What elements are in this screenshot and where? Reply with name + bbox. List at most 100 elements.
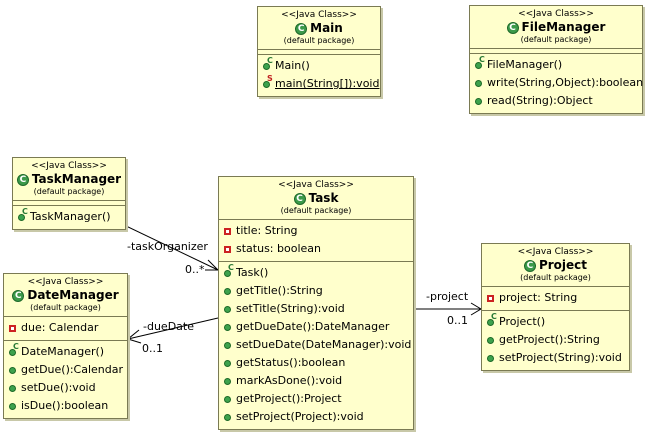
method-text: setDueDate(DateManager):void [236, 338, 412, 351]
role-label-duedate: -dueDate [143, 320, 194, 333]
method-text: DateManager() [21, 345, 105, 358]
method-row[interactable]: getDueDate():DateManager [219, 318, 413, 336]
field-row[interactable]: title: String [219, 222, 413, 240]
class-icon: C [523, 259, 536, 272]
public-method-icon [223, 322, 233, 332]
method-row[interactable]: setTitle(String):void [219, 300, 413, 318]
method-text: setTitle(String):void [236, 302, 345, 315]
method-text: TaskManager() [30, 210, 111, 223]
method-text: getDueDate():DateManager [236, 320, 390, 333]
method-row[interactable]: write(String,Object):boolean [470, 74, 644, 92]
public-method-icon [223, 304, 233, 314]
method-text: getDue():Calendar [21, 363, 124, 376]
method-row[interactable]: getProject():String [482, 331, 629, 349]
class-icon: C [293, 192, 306, 205]
public-method-icon [8, 401, 18, 411]
method-text: getTitle():String [236, 284, 323, 297]
public-method-icon [8, 365, 18, 375]
method-text: Main() [275, 59, 310, 72]
constructor-icon: C [223, 263, 234, 278]
package-label: (default package) [283, 36, 355, 45]
field-row[interactable]: project: String [482, 289, 629, 307]
constructor-icon: C [486, 312, 497, 327]
edge-task-to-datemanager [127, 317, 219, 340]
public-method-icon [474, 96, 484, 106]
field-text: project: String [499, 291, 578, 304]
method-text: markAsDone():void [236, 374, 343, 387]
method-text: setProject(Project):void [236, 410, 364, 423]
method-text: write(String,Object):boolean [487, 76, 644, 89]
stereotype-label: <<Java Class>> [278, 180, 354, 190]
method-row[interactable]: markAsDone():void [219, 372, 413, 390]
fields-compartment: project: String [482, 286, 629, 310]
method-row[interactable]: setProject(String):void [482, 349, 629, 367]
class-name-text: Task [308, 191, 339, 205]
public-method-icon [486, 353, 496, 363]
method-row[interactable]: getStatus():boolean [219, 354, 413, 372]
private-field-icon [223, 226, 233, 236]
class-name-text: DateManager [27, 288, 119, 302]
constructor-icon: C [474, 55, 485, 70]
package-label: (default package) [33, 187, 105, 196]
public-method-icon [223, 286, 233, 296]
class-icon: C [16, 173, 29, 186]
constructor-icon: C [8, 342, 19, 357]
fields-compartment [258, 49, 380, 54]
method-row[interactable]: setDueDate(DateManager):void [219, 336, 413, 354]
method-row[interactable]: getDue():Calendar [4, 361, 127, 379]
field-row[interactable]: status: boolean [219, 240, 413, 258]
multiplicity-label-project: 0..1 [447, 314, 468, 327]
stereotype-label: <<Java Class>> [27, 277, 104, 287]
method-text: Task() [236, 266, 269, 279]
method-row[interactable]: getProject():Project [219, 390, 413, 408]
constructor-icon: C [17, 207, 28, 222]
class-icon: C [12, 289, 25, 302]
method-text: Project() [499, 315, 546, 328]
method-row[interactable]: isDue():boolean [4, 397, 127, 415]
method-text: getProject():String [499, 333, 600, 346]
method-text: setProject(String):void [499, 351, 622, 364]
constructor-mark-icon: C [479, 55, 485, 64]
method-row[interactable]: read(String):Object [470, 92, 642, 110]
constructor-icon: C [262, 56, 273, 71]
public-method-icon [223, 394, 233, 404]
method-row[interactable]: setProject(Project):void [219, 408, 413, 426]
field-row[interactable]: due: Calendar [4, 319, 127, 337]
edge-taskmanager-to-task [125, 225, 219, 271]
method-text: FileManager() [487, 58, 563, 71]
method-text: getStatus():boolean [236, 356, 346, 369]
public-method-icon [486, 335, 496, 345]
package-label: (default package) [520, 35, 592, 44]
method-row[interactable]: setDue():void [4, 379, 127, 397]
method-row[interactable]: getTitle():String [219, 282, 413, 300]
private-field-icon [486, 293, 496, 303]
constructor-mark-icon: C [267, 56, 273, 65]
stereotype-label: <<Java Class>> [518, 9, 594, 19]
method-text: isDue():boolean [21, 399, 109, 412]
method-text: read(String):Object [487, 94, 593, 107]
